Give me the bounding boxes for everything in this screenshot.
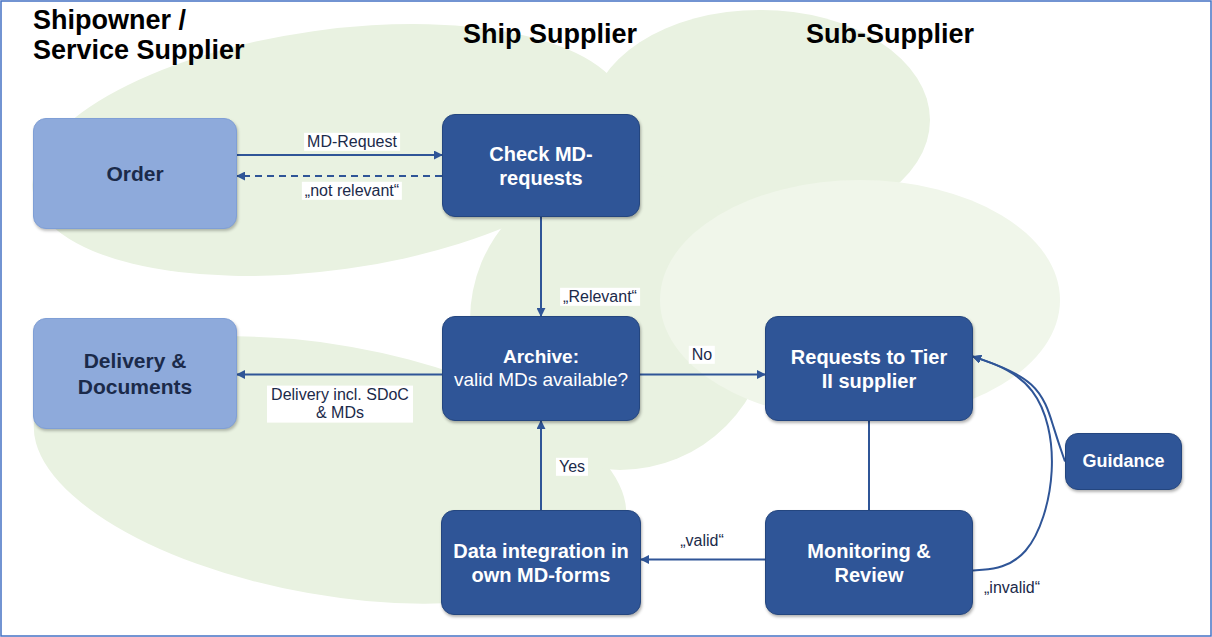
connector-arrow (237, 175, 442, 177)
connector-arrow (973, 357, 1052, 571)
connector-arrow (641, 559, 765, 561)
connector-arrow (237, 154, 442, 156)
column-heading: Ship Supplier (430, 20, 670, 50)
process-box: Archive:valid MDs available? (442, 316, 640, 421)
process-box: Guidance (1065, 433, 1182, 490)
connector-arrow (640, 374, 765, 376)
process-box: Order (33, 118, 237, 229)
connector-arrow (237, 374, 442, 376)
edge-label: „not relevant“ (302, 182, 402, 200)
process-box: Delivery & Documents (33, 318, 237, 429)
process-box: Monitoring & Review (765, 510, 973, 615)
box-text: Delivery & Documents (55, 348, 215, 398)
connector-arrow (540, 217, 542, 316)
edge-label: MD-Request (304, 133, 400, 151)
box-text: Order (106, 161, 163, 186)
connector-arrow (540, 421, 542, 510)
box-text: Monitoring & Review (784, 539, 954, 587)
edge-label: Delivery incl. SDoC & MDs (267, 386, 413, 423)
box-text: Archive: (503, 346, 579, 369)
box-text: Data integration in own MD-forms (451, 539, 631, 587)
box-text: Check MD-requests (456, 142, 626, 190)
box-text: valid MDs available? (454, 369, 628, 392)
connector-arrow (868, 421, 870, 510)
edge-label: „valid“ (677, 532, 727, 550)
edge-label: Yes (556, 458, 588, 476)
edge-label: „invalid“ (981, 579, 1043, 597)
edge-label: „Relevant“ (560, 288, 640, 306)
process-box: Data integration in own MD-forms (441, 510, 641, 615)
column-heading: Shipowner / Service Supplier (33, 6, 283, 65)
box-text: Requests to Tier II supplier (784, 345, 954, 393)
process-box: Requests to Tier II supplier (765, 316, 973, 421)
edge-label: No (689, 346, 715, 364)
box-text: Guidance (1082, 451, 1164, 473)
process-box: Check MD-requests (442, 114, 640, 217)
watermark-logo (13, 0, 1060, 637)
connector-arrow (973, 357, 1065, 462)
column-heading: Sub-Supplier (770, 20, 1010, 50)
